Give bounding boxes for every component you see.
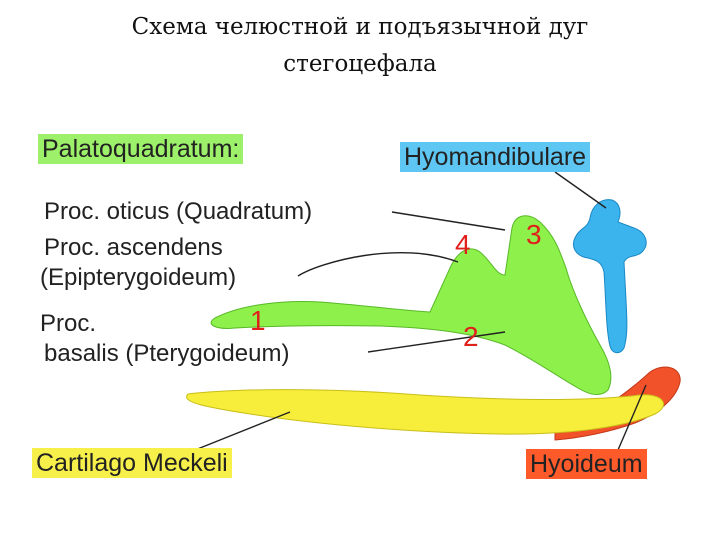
palatoquadratum-shape <box>210 215 612 395</box>
label-proc-ascendens-line2: (Epipterygoideum) <box>40 264 237 291</box>
leader-hyoideum <box>617 384 647 451</box>
leader-proc-oticus <box>391 211 506 231</box>
leader-hyomandibulare <box>554 171 607 209</box>
marker-number-4: 4 <box>455 229 471 260</box>
label-proc-basalis-line1: Proc. <box>40 310 97 337</box>
diagram-title-line2: стегоцефала <box>283 51 437 77</box>
leader-lines <box>194 171 647 451</box>
label-hyomandibulare: Hyomandibulare <box>400 142 591 172</box>
marker-number-2: 2 <box>463 321 479 352</box>
label-cartilago-meckeli: Cartilago Meckeli <box>32 448 232 478</box>
label-proc-basalis-line2: basalis (Pterygoideum) <box>44 340 290 367</box>
cartilago-meckeli-shape <box>186 389 665 435</box>
leader-proc-basalis <box>367 331 506 353</box>
label-hyoideum: Hyoideum <box>526 449 647 479</box>
diagram-title-line1: Схема челюстной и подъязычной дуг <box>131 14 589 40</box>
label-proc-oticus: Proc. oticus (Quadratum) <box>44 198 313 225</box>
leader-proc-ascendens <box>297 252 459 277</box>
hyomandibulare-shape <box>573 199 647 354</box>
marker-number-3: 3 <box>526 219 542 250</box>
label-proc-ascendens-line1: Proc. ascendens <box>44 234 223 261</box>
leader-cartilago-meckeli <box>194 411 291 451</box>
label-palatoquadratum: Palatoquadratum: <box>38 134 244 164</box>
marker-number-1: 1 <box>250 305 266 336</box>
